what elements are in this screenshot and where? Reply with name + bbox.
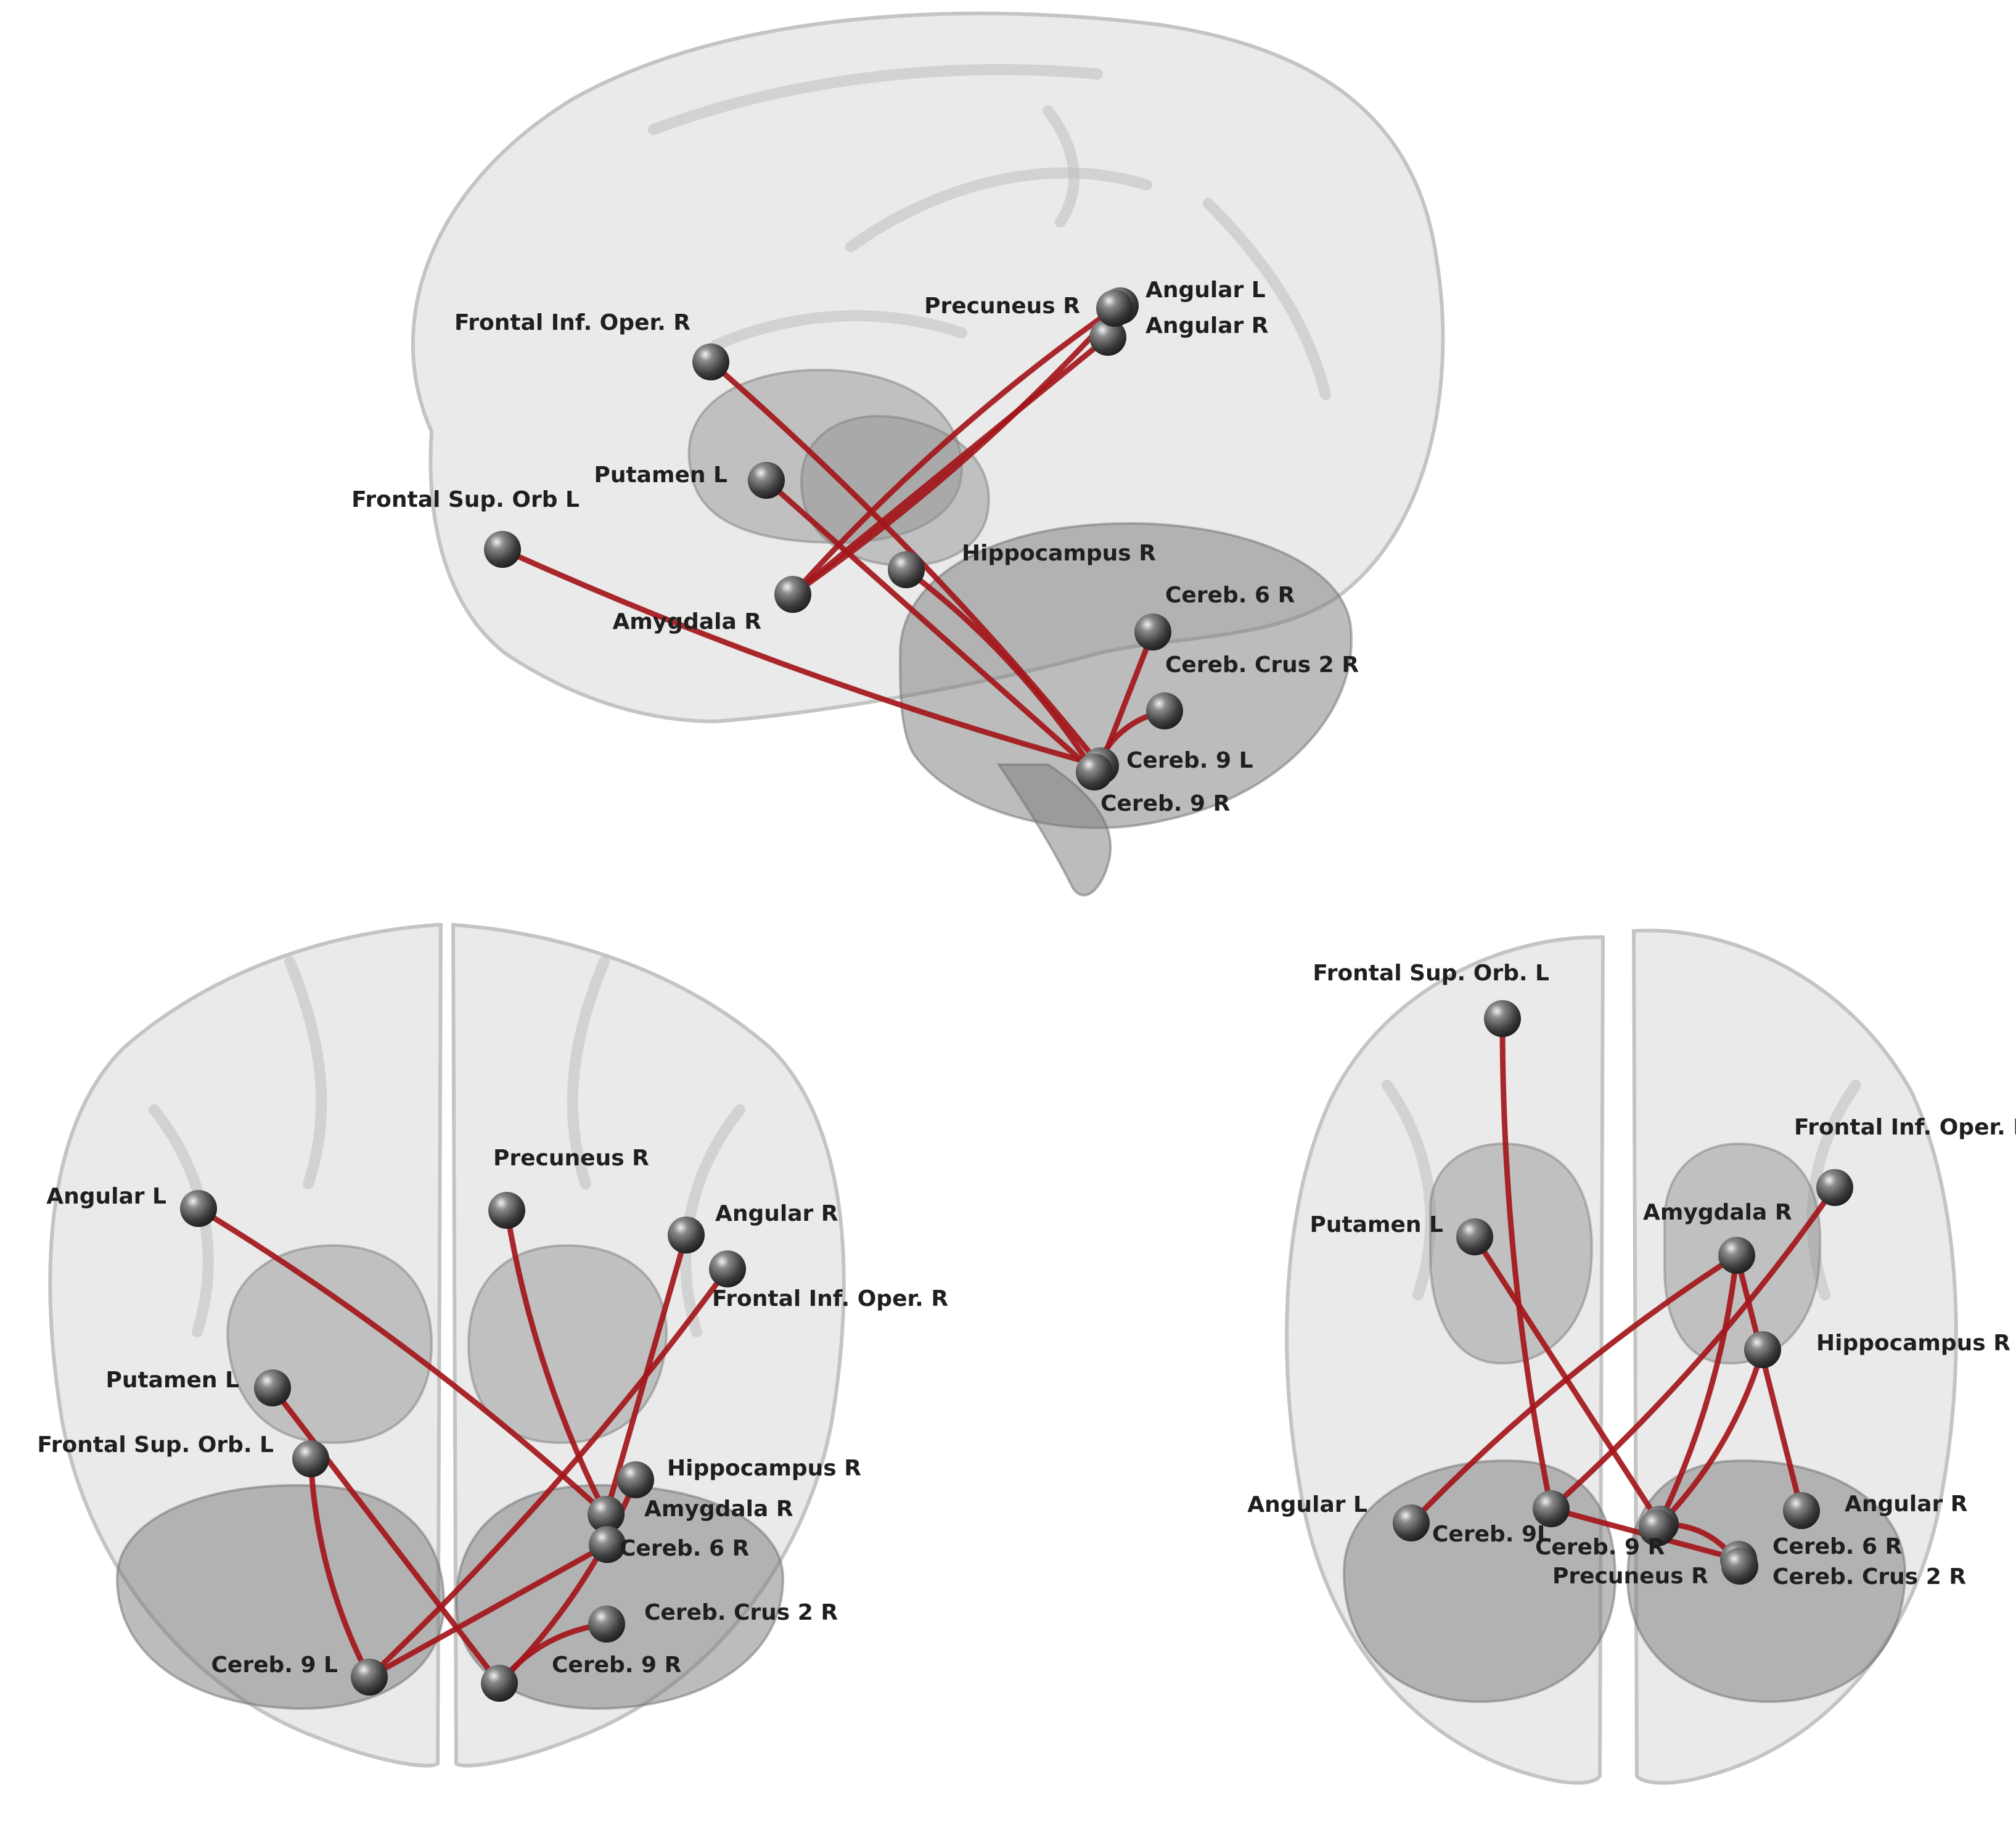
label-axial_superior-cereb_9_r: Cereb. 9 R [552,1652,681,1678]
label-sagittal-amygdala_r: Amygdala R [612,609,761,634]
label-axial_superior-frontal_sup_orb_l: Frontal Sup. Orb. L [37,1432,274,1458]
connection-edges [195,303,1838,1686]
node-sagittal-frontal_sup_orb_l [484,531,521,568]
label-sagittal-precuneus_r: Precuneus R [924,293,1080,319]
label-sagittal-frontal_inf_oper_r: Frontal Inf. Oper. R [454,310,690,335]
node-axial_inferior-putamen_l [1456,1218,1493,1255]
edge-axial_inferior-hippocampus_r-cereb_9_r [1657,1347,1766,1527]
node-sagittal-cereb_crus_2_r [1146,692,1183,729]
edge-sagittal-frontal_sup_orb_l-cereb_9_l [499,546,1104,769]
node-axial_superior-angular_r [668,1217,705,1254]
label-axial_inferior-angular_l: Angular L [1247,1492,1367,1517]
edge-sagittal-angular_r-amygdala_r [790,334,1111,597]
node-axial_inferior-precuneus_r [1639,1509,1676,1546]
label-axial_inferior-frontal_inf_oper_r: Frontal Inf. Oper. R [1794,1115,2016,1140]
label-axial_inferior-amygdala_r: Amygdala R [1643,1200,1792,1225]
axial-superior-brain-surface [48,922,846,1768]
node-axial_superior-cereb_crus_2_r [588,1606,625,1643]
edge-axial_superior-precuneus_r-amygdala_r [504,1207,609,1517]
sagittal-brain-surface [411,11,1445,897]
node-axial_superior-amygdala_r [588,1496,625,1533]
edge-axial_superior-frontal_inf_oper_r-cereb_9_l [366,1266,731,1680]
edge-axial_inferior-angular_r-amygdala_r [1734,1252,1805,1514]
node-sagittal-precuneus_r [1096,290,1133,327]
edge-axial_inferior-frontal_inf_oper_r-cereb_9_l [1548,1184,1838,1512]
label-sagittal-angular_l: Angular L [1145,277,1266,303]
label-axial_superior-putamen_l: Putamen L [105,1368,239,1393]
node-axial_inferior-amygdala_r [1718,1237,1755,1274]
node-axial_superior-frontal_sup_orb_l [292,1440,329,1477]
edge-sagittal-angular_l-amygdala_r [790,303,1123,597]
sagittal-view [411,11,1445,897]
axial-superior-view [48,922,846,1768]
label-axial_inferior-cereb_9_l: Cereb. 9L [1432,1522,1551,1547]
label-axial_inferior-angular_r: Angular R [1845,1491,1968,1517]
label-axial_superior-precuneus_r: Precuneus R [493,1146,649,1171]
edge-axial_inferior-frontal_sup_orb_l-cereb_9_l [1499,1016,1554,1512]
node-axial_inferior-frontal_sup_orb_l [1484,1000,1521,1037]
label-axial_superior-amygdala_r: Amygdala R [644,1496,793,1522]
label-sagittal-cereb_9_r: Cereb. 9 R [1100,791,1230,816]
node-sagittal-amygdala_r [774,576,811,613]
node-axial_inferior-angular_r [1783,1492,1820,1529]
node-axial_inferior-hippocampus_r [1744,1331,1781,1368]
node-sagittal-hippocampus_r [888,551,925,588]
node-axial_superior-cereb_6_r [589,1526,626,1563]
label-axial_superior-cereb_crus_2_r: Cereb. Crus 2 R [644,1600,838,1625]
label-sagittal-frontal_sup_orb_l: Frontal Sup. Orb L [351,487,580,512]
region-labels: Angular L Angular R Precuneus R Frontal Inf… [37,277,2016,1678]
label-axial_superior-angular_r: Angular R [715,1201,838,1226]
node-sagittal-putamen_l [748,462,785,499]
node-sagittal-cereb_9_r [1076,753,1113,790]
node-axial_superior-angular_l [180,1190,217,1227]
node-axial_inferior-angular_l [1393,1504,1430,1541]
label-axial_superior-frontal_inf_oper_r: Frontal Inf. Oper. R [712,1286,948,1311]
edge-axial_inferior-precuneus_r-amygdala_r [1654,1252,1740,1531]
node-axial_superior-hippocampus_r [617,1461,654,1498]
node-sagittal-cereb_6_r [1134,613,1171,650]
label-axial_inferior-putamen_l: Putamen L [1309,1212,1443,1237]
label-axial_superior-cereb_9_l: Cereb. 9 L [211,1652,338,1678]
axial-inferior-view [1285,929,1958,1785]
edge-axial_superior-frontal_sup_orb_l-cereb_9_l [308,1456,372,1680]
node-axial_superior-frontal_inf_oper_r [709,1250,746,1287]
edge-sagittal-hippocampus_r-cereb_9_r [903,567,1097,775]
node-axial_inferior-cereb_9_l [1533,1490,1570,1527]
label-axial_inferior-cereb_6_r: Cereb. 6 R [1772,1534,1902,1559]
label-sagittal-cereb_9_l: Cereb. 9 L [1126,748,1253,773]
node-axial_superior-putamen_l [254,1369,291,1406]
edge-axial_superior-cereb_6_r-cereb_9_l [366,1541,610,1680]
axial-inferior-brain-surface [1285,929,1958,1785]
node-sagittal-frontal_inf_oper_r [692,343,729,380]
node-axial_inferior-cereb_crus_2_r [1721,1548,1758,1585]
node-axial_superior-cereb_9_r [481,1665,518,1702]
label-axial_inferior-frontal_sup_orb_l: Frontal Sup. Orb. L [1313,961,1549,986]
label-axial_superior-angular_l: Angular L [46,1184,166,1209]
edge-axial_superior-angular_l-amygdala_r [195,1205,609,1517]
label-sagittal-hippocampus_r: Hippocampus R [962,541,1156,566]
label-axial_superior-hippocampus_r: Hippocampus R [667,1456,861,1481]
label-sagittal-angular_r: Angular R [1145,313,1269,339]
node-sagittal-angular_r [1089,319,1126,356]
edge-axial_inferior-putamen_l-cereb_9_r [1472,1234,1663,1527]
label-sagittal-cereb_6_r: Cereb. 6 R [1165,583,1295,608]
node-axial_superior-precuneus_r [488,1192,525,1229]
node-axial_inferior-frontal_inf_oper_r [1816,1169,1853,1206]
edge-sagittal-precuneus_r-amygdala_r [790,305,1118,597]
region-nodes [180,287,1853,1702]
label-axial_inferior-hippocampus_r: Hippocampus R [1816,1331,2010,1356]
edge-axial_superior-putamen_l-cereb_9_r [269,1385,502,1686]
edge-sagittal-putamen_l-cereb_9_r [763,477,1097,775]
label-axial_superior-cereb_6_r: Cereb. 6 R [620,1536,749,1561]
label-axial_inferior-precuneus_r: Precuneus R [1552,1564,1708,1589]
label-axial_inferior-cereb_crus_2_r: Cereb. Crus 2 R [1772,1564,1966,1590]
label-sagittal-cereb_crus_2_r: Cereb. Crus 2 R [1165,652,1359,678]
label-axial_inferior-cereb_9_r: Cereb. 9 R [1535,1535,1665,1560]
label-sagittal-putamen_l: Putamen L [594,462,727,488]
node-axial_superior-cereb_9_l [351,1659,388,1696]
